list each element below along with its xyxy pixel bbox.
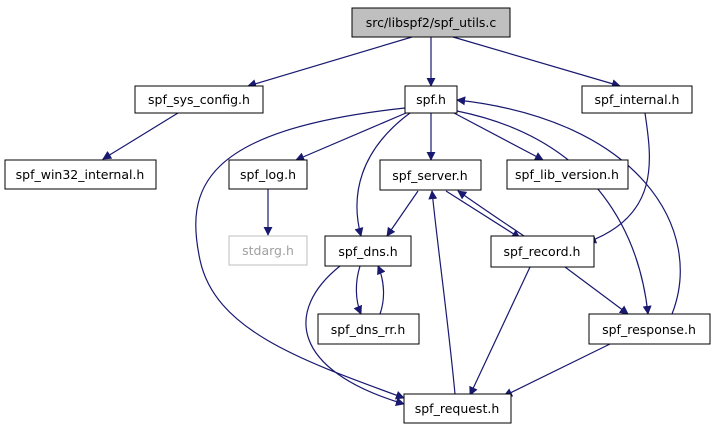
node-label: spf_response.h	[602, 322, 696, 337]
edge-spf-dns-h-to-spf-dns-rr-h	[353, 265, 362, 315]
node-spf-internal-h[interactable]: spf_internal.h	[581, 85, 693, 114]
node-label: spf.h	[416, 92, 446, 107]
node-spf-utils-c[interactable]: src/libspf2/spf_utils.c	[351, 7, 511, 38]
node-label: stdarg.h	[242, 243, 294, 258]
node-spf-log-h[interactable]: spf_log.h	[228, 159, 308, 190]
node-label: spf_dns.h	[338, 244, 397, 259]
node-label: spf_win32_internal.h	[16, 167, 145, 182]
edge-spf-sys-config-h-to-spf-win32-internal-h	[102, 112, 179, 160]
edge-spf-utils-c-to-spf-sys-config-h	[247, 36, 413, 88]
node-spf-record-h[interactable]: spf_record.h	[490, 235, 595, 268]
edge-spf-request-h-to-spf-server-h	[428, 190, 456, 395]
edge-spf-response-h-to-spf-request-h	[503, 343, 611, 397]
edge-spf-record-h-to-spf-server-h	[457, 190, 525, 237]
node-label: spf_log.h	[240, 167, 296, 182]
node-spf-lib-version-h[interactable]: spf_lib_version.h	[506, 159, 629, 190]
node-spf-dns-h[interactable]: spf_dns.h	[324, 235, 412, 267]
node-label: spf_sys_config.h	[148, 92, 250, 107]
node-spf-server-h[interactable]: spf_server.h	[379, 159, 482, 191]
node-label: spf_server.h	[392, 168, 467, 183]
node-spf-dns-rr-h[interactable]: spf_dns_rr.h	[317, 313, 420, 345]
node-spf-request-h[interactable]: spf_request.h	[403, 393, 512, 424]
node-label: spf_dns_rr.h	[331, 322, 406, 337]
edge-spf-utils-c-to-spf-internal-h	[452, 36, 621, 89]
node-label: spf_internal.h	[595, 92, 680, 107]
edge-spf-server-h-to-spf-dns-h	[386, 190, 419, 237]
node-spf-win32-internal-h[interactable]: spf_win32_internal.h	[4, 159, 157, 190]
edge-spf-dns-rr-h-to-spf-dns-h	[377, 265, 386, 315]
nodes: src/libspf2/spf_utils.c spf_sys_config.h…	[4, 7, 711, 424]
edge-spf-h-to-spf-lib-version-h	[453, 112, 544, 161]
node-label: spf_record.h	[504, 244, 581, 259]
node-stdarg-h[interactable]: stdarg.h	[228, 235, 308, 266]
node-spf-response-h[interactable]: spf_response.h	[588, 313, 711, 345]
edge-spf-record-h-to-spf-response-h	[564, 266, 629, 315]
edge-spf-h-to-spf-dns-h	[354, 112, 411, 237]
edge-spf-internal-h-to-spf-record-h	[587, 112, 650, 244]
node-spf-sys-config-h[interactable]: spf_sys_config.h	[134, 85, 264, 114]
edge-spf-h-to-spf-response-h	[456, 110, 652, 315]
node-label: src/libspf2/spf_utils.c	[366, 15, 497, 30]
node-spf-h[interactable]: spf.h	[404, 85, 458, 114]
edge-spf-response-h-to-spf-h	[456, 96, 681, 315]
edge-spf-record-h-to-spf-request-h	[469, 266, 531, 396]
edge-spf-h-to-spf-request-h	[195, 107, 406, 400]
edge-spf-h-to-spf-log-h	[295, 112, 407, 161]
edges	[102, 36, 681, 406]
edge-spf-server-h-to-spf-record-h	[445, 190, 521, 239]
edge-spf-dns-h-to-spf-request-h	[305, 265, 405, 406]
node-label: spf_request.h	[415, 401, 500, 416]
node-label: spf_lib_version.h	[515, 167, 619, 182]
